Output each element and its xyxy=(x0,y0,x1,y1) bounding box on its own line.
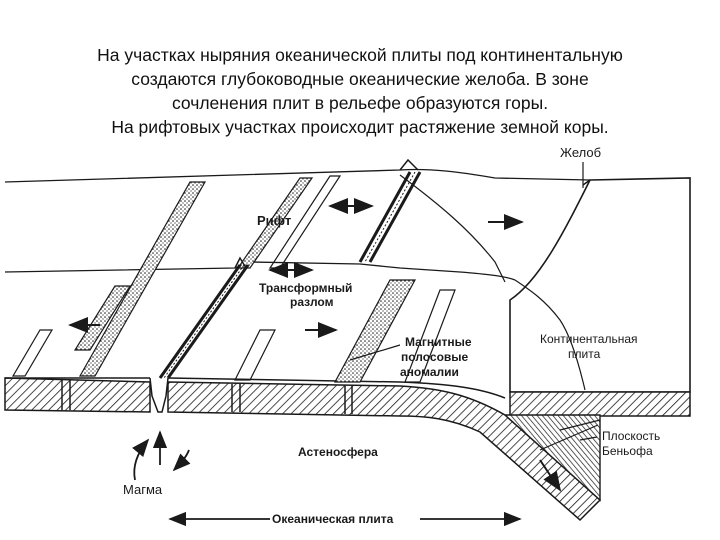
caption-line-3: сочленения плит в рельефе образуются гор… xyxy=(171,93,549,113)
label-benioff-1: Плоскость xyxy=(602,429,660,443)
caption-line-2: создаются глубоководные океанические жел… xyxy=(131,69,589,89)
continental-plate xyxy=(503,177,691,502)
label-continental-2: плита xyxy=(568,347,601,361)
label-continental-1: Континентальная xyxy=(540,332,638,346)
rift-ridge xyxy=(158,158,422,379)
spreading-arrows xyxy=(68,198,562,492)
oceanic-crust-section xyxy=(4,377,602,522)
magma-arrows xyxy=(132,430,191,481)
label-benioff-2: Беньофа xyxy=(602,444,653,458)
label-trench: Желоб xyxy=(560,145,601,160)
label-oceanic-plate: Океаническая плита xyxy=(272,512,394,526)
label-asthenosphere: Астеносфера xyxy=(298,445,378,459)
label-magnetic-3: аномалии xyxy=(400,365,459,379)
magnetic-stripes xyxy=(11,175,456,383)
label-magma: Магма xyxy=(123,482,163,497)
slide-caption: На участках ныряния океанической плиты п… xyxy=(0,43,720,139)
label-leaders xyxy=(349,162,598,441)
caption-line-4: На рифтовых участках происходит растяжен… xyxy=(111,117,609,137)
label-rift: Рифт xyxy=(257,213,291,228)
caption-line-1: На участках ныряния океанической плиты п… xyxy=(97,45,623,65)
label-transform-fault-2: разлом xyxy=(290,295,334,309)
label-transform-fault-1: Трансформный xyxy=(259,281,352,295)
label-magnetic-2: полосовые xyxy=(401,350,469,364)
label-magnetic-1: Магнитные xyxy=(405,335,472,349)
